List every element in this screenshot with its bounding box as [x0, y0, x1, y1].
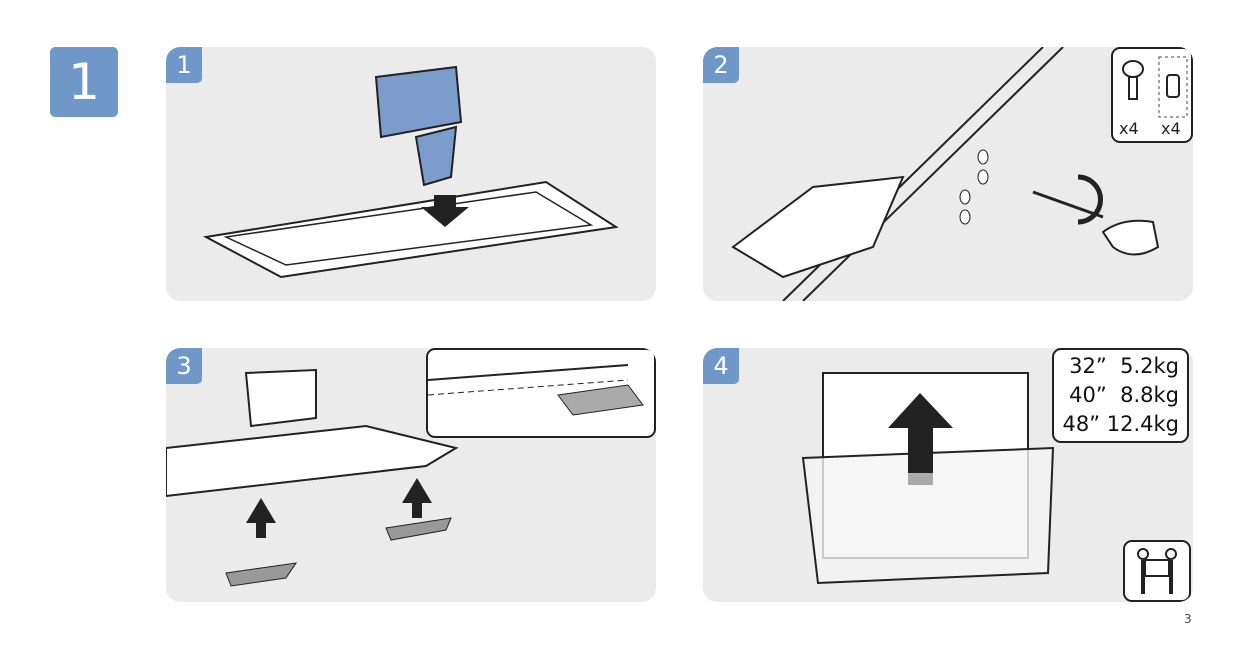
lift-tv-illustration [801, 372, 1055, 585]
weight-row: 32” 5.2kg [1069, 354, 1179, 378]
weight-table: 32” 5.2kg 40” 8.8kg 48” 12.4kg [1052, 348, 1189, 443]
screw-attach-illustration [731, 47, 1160, 301]
panel-2: 2 x4 x4 [703, 47, 1193, 301]
panel-4: 4 32” 5.2kg 40” 8.8kg 48” 12.4kg [703, 348, 1193, 602]
panel-number: 1 [166, 47, 202, 83]
pad-detail-illustration [428, 364, 644, 416]
two-person-lift-icon [1123, 540, 1191, 602]
hardware-legend: x4 x4 [1111, 47, 1193, 143]
panel-1: 1 [166, 47, 656, 301]
detail-inset [426, 348, 656, 438]
panel-number: 2 [703, 47, 739, 83]
page-number: 3 [1184, 612, 1192, 626]
weight-row: 40” 8.8kg [1069, 383, 1179, 407]
screw-icon [1122, 56, 1188, 118]
stand-neck-illustration [202, 65, 619, 279]
step-badge: 1 [50, 47, 118, 117]
panel-number: 4 [703, 348, 739, 384]
weight-row: 48” 12.4kg [1062, 412, 1179, 436]
panel-number: 3 [166, 348, 202, 384]
screw-count: x4 [1119, 119, 1139, 138]
spacer-count: x4 [1161, 119, 1181, 138]
panel-3: 3 [166, 348, 656, 602]
adhesive-pad-illustration [166, 368, 459, 587]
